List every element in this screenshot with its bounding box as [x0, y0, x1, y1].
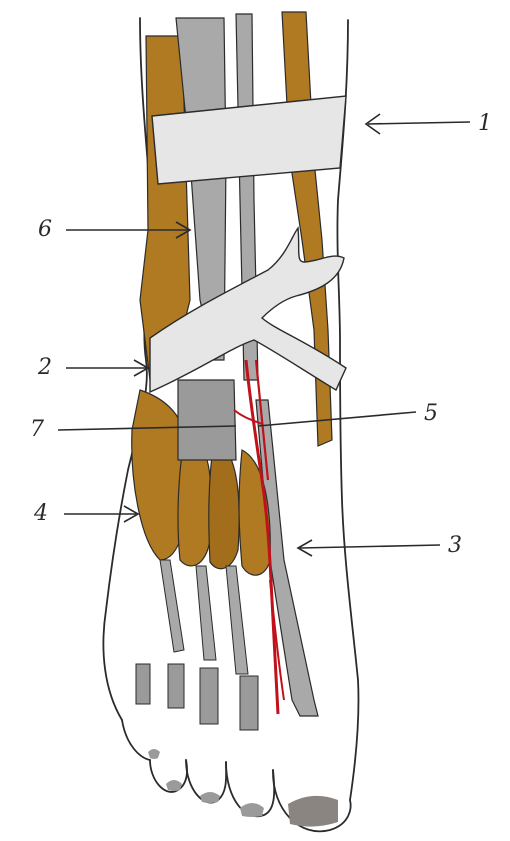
callout-2: 2	[37, 355, 148, 380]
nail-toe-4	[166, 780, 182, 791]
callout-1: 1	[366, 111, 492, 136]
label-4: 4	[33, 501, 48, 526]
label-1: 1	[478, 111, 492, 136]
nail-toe-5	[148, 749, 160, 759]
toe-nails	[148, 749, 338, 827]
label-2: 2	[37, 355, 52, 380]
nail-toe-1	[288, 796, 338, 827]
nail-toe-3	[200, 792, 220, 803]
callout-3: 3	[298, 533, 462, 558]
label-5: 5	[424, 401, 438, 426]
label-7: 7	[30, 417, 44, 442]
callout-5: 5	[258, 401, 438, 426]
label-3: 3	[448, 533, 462, 558]
label-6: 6	[38, 217, 52, 242]
nail-toe-2	[240, 803, 264, 817]
